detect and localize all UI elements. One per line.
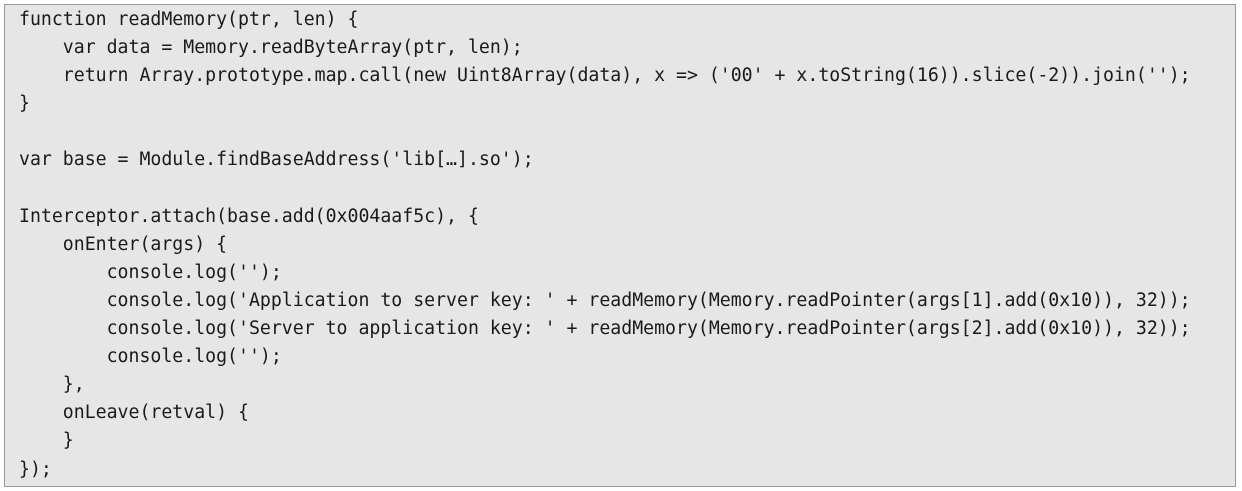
- code-line: [19, 175, 1235, 203]
- code-line: },: [19, 374, 85, 396]
- code-line: });: [19, 458, 52, 480]
- code-line: console.log('Application to server key: …: [19, 289, 1191, 311]
- code-line: onLeave(retval) {: [19, 402, 249, 424]
- code-line: function readMemory(ptr, len) {: [19, 9, 359, 30]
- code-line: console.log('');: [19, 346, 282, 368]
- code-line: Interceptor.attach(base.add(0x004aaf5c),…: [19, 205, 479, 227]
- code-block: function readMemory(ptr, len) { var data…: [4, 4, 1236, 487]
- code-line: onEnter(args) {: [19, 233, 228, 255]
- code-line: return Array.prototype.map.call(new Uint…: [19, 65, 1191, 87]
- code-line: console.log('Server to application key: …: [19, 318, 1191, 340]
- code-line: console.log('');: [19, 261, 282, 283]
- code-line: }: [19, 430, 74, 452]
- code-line: var base = Module.findBaseAddress('lib[……: [19, 149, 534, 171]
- code-line: var data = Memory.readByteArray(ptr, len…: [19, 37, 523, 59]
- code-line: [19, 118, 1235, 146]
- code-line: }: [19, 93, 30, 115]
